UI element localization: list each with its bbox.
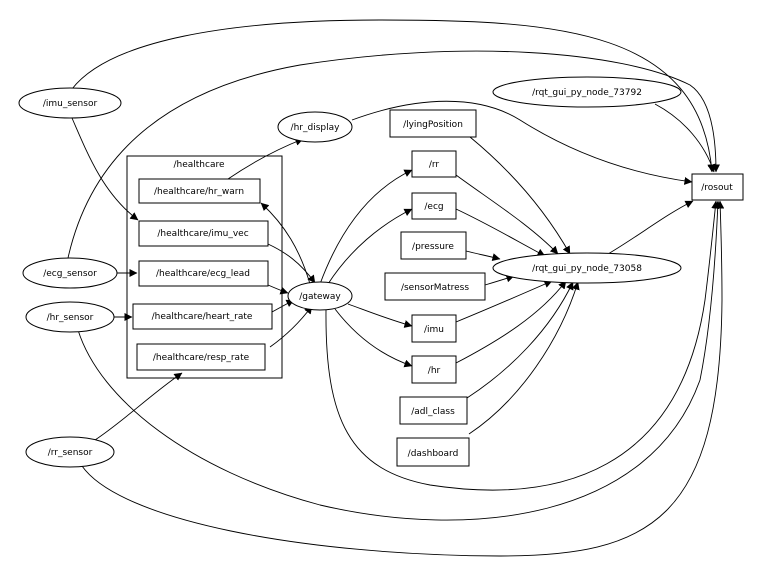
- node-label: /rr_sensor: [48, 448, 93, 458]
- node-label: /ecg_sensor: [43, 269, 97, 279]
- topic-ecg[interactable]: /ecg: [411, 192, 457, 220]
- topic-label: /healthcare/resp_rate: [153, 353, 250, 363]
- node-hr_sensor[interactable]: /hr_sensor: [25, 301, 115, 333]
- node-label: /gateway: [299, 292, 341, 302]
- node-gateway[interactable]: /gateway: [287, 281, 353, 311]
- topic-label: /healthcare/heart_rate: [152, 312, 253, 322]
- topic-lyingPosition[interactable]: /lyingPosition: [389, 109, 477, 138]
- edge-ecg-rqt73058: [455, 208, 546, 257]
- topic-label: /healthcare/hr_warn: [154, 187, 244, 197]
- edge-pressure-rqt73058: [465, 250, 501, 262]
- topic-rr[interactable]: /rr: [411, 150, 457, 178]
- edge-imu_sensor-rosout: [71, 19, 716, 173]
- edge-gateway-rosout: [325, 200, 720, 491]
- edge-lyingPosition-rqt73058: [469, 136, 571, 255]
- node-label: /rqt_gui_py_node_73792: [532, 88, 642, 98]
- node-ecg_sensor[interactable]: /ecg_sensor: [22, 257, 118, 289]
- node-label: /imu_sensor: [43, 99, 98, 109]
- edge-rqt73792-rosout: [654, 103, 716, 173]
- node-label: /rqt_gui_py_node_73058: [532, 264, 642, 274]
- edge-adl_class-rqt73058: [466, 281, 574, 399]
- node-rqt_gui_py_node_73058[interactable]: /rqt_gui_py_node_73058: [492, 252, 682, 284]
- topic-label: /rr: [429, 160, 440, 170]
- topic-label: /imu: [424, 325, 444, 335]
- node-rosout[interactable]: /rosout: [691, 173, 744, 201]
- cluster-label: /healthcare: [173, 160, 224, 170]
- edge-rqt73058-rosout: [607, 200, 694, 255]
- topic-label: /dashboard: [408, 449, 459, 459]
- edge-hr_display-rosout: [351, 100, 693, 185]
- cluster-healthcare: /healthcare: [126, 155, 283, 379]
- node-rr_sensor[interactable]: /rr_sensor: [25, 436, 115, 468]
- topic-dashboard[interactable]: /dashboard: [396, 437, 470, 467]
- node-label: /hr_display: [291, 123, 341, 133]
- topic-label: /adl_class: [411, 407, 455, 417]
- edge-hr_sensor-rosout: [77, 200, 722, 521]
- edge-rr_sensor-resp_rate: [94, 372, 183, 441]
- topic-ecg_lead[interactable]: /healthcare/ecg_lead: [138, 260, 269, 287]
- edge-gateway-hr_warn: [260, 202, 311, 285]
- edge-hr_warn-hr_display: [227, 138, 304, 180]
- topic-label: /healthcare/imu_vec: [157, 229, 248, 239]
- topic-imu_vec[interactable]: /healthcare/imu_vec: [138, 220, 269, 247]
- node-hr_display[interactable]: /hr_display: [277, 111, 353, 143]
- topic-heart_rate[interactable]: /healthcare/heart_rate: [132, 303, 273, 330]
- topic-imu[interactable]: /imu: [411, 314, 457, 343]
- edge-rr_sensor-rosout: [81, 200, 725, 557]
- edge-dashboard-rqt73058: [468, 281, 580, 435]
- topic-sensorMatress[interactable]: /sensorMatress: [384, 272, 486, 301]
- node-imu_sensor[interactable]: /imu_sensor: [18, 87, 122, 119]
- topic-label: /ecg: [424, 202, 443, 212]
- edge-resp_rate-gateway: [269, 305, 313, 348]
- edge-gateway-imu: [347, 303, 413, 328]
- edge-imu_sensor-imu_vec: [71, 117, 139, 221]
- edge-gateway-hr: [334, 308, 413, 368]
- node-label: /hr_sensor: [47, 313, 94, 323]
- edge-hr-rqt73058: [455, 280, 567, 364]
- topic-label: /lyingPosition: [403, 120, 463, 130]
- node-label: /rosout: [701, 183, 733, 193]
- edge-gateway-ecg: [327, 208, 413, 285]
- topic-resp_rate[interactable]: /healthcare/resp_rate: [136, 343, 266, 371]
- edge-gateway-rr: [319, 169, 413, 285]
- topic-hr_warn[interactable]: /healthcare/hr_warn: [138, 178, 261, 204]
- topic-label: /hr: [428, 366, 441, 376]
- edge-imu-rqt73058: [455, 280, 553, 323]
- topic-label: /healthcare/ecg_lead: [156, 269, 250, 279]
- edge-sensorMatress-rqt73058: [484, 274, 515, 286]
- edge-imu_vec-gateway: [267, 243, 316, 284]
- edge-ecg_sensor-rosout: [67, 50, 720, 259]
- edge-rr-rqt73058: [455, 174, 559, 255]
- node-rqt_gui_py_node_73792[interactable]: /rqt_gui_py_node_73792: [492, 76, 682, 108]
- topic-label: /pressure: [412, 242, 454, 252]
- edge-ecg_lead-gateway: [267, 284, 289, 295]
- edges: [67, 19, 725, 557]
- topic-hr[interactable]: /hr: [411, 355, 457, 384]
- topic-pressure[interactable]: /pressure: [400, 231, 467, 260]
- topic-adl_class[interactable]: /adl_class: [399, 396, 468, 425]
- topic-label: /sensorMatress: [401, 283, 469, 293]
